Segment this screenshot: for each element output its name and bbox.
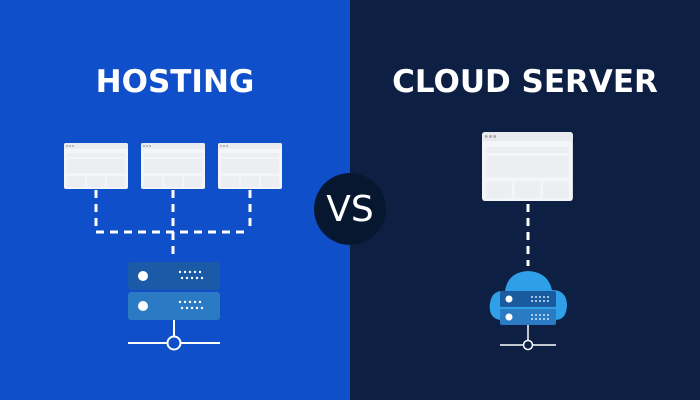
hosting-title: HOSTING: [95, 64, 255, 100]
browser-window-icon: [141, 143, 205, 189]
connector-lines: [94, 190, 252, 258]
browser-window-icon: [218, 143, 282, 189]
browser-window-icon: [482, 132, 573, 201]
network-node-icon: [500, 325, 556, 351]
cloud-server-icon: [489, 271, 567, 325]
server-rack-icon: [128, 262, 220, 320]
cloud-server-title: CLOUD SERVER: [392, 64, 658, 100]
vs-badge: VS: [314, 173, 386, 245]
network-node-icon: [128, 320, 220, 351]
browser-window-icon: [64, 143, 128, 189]
